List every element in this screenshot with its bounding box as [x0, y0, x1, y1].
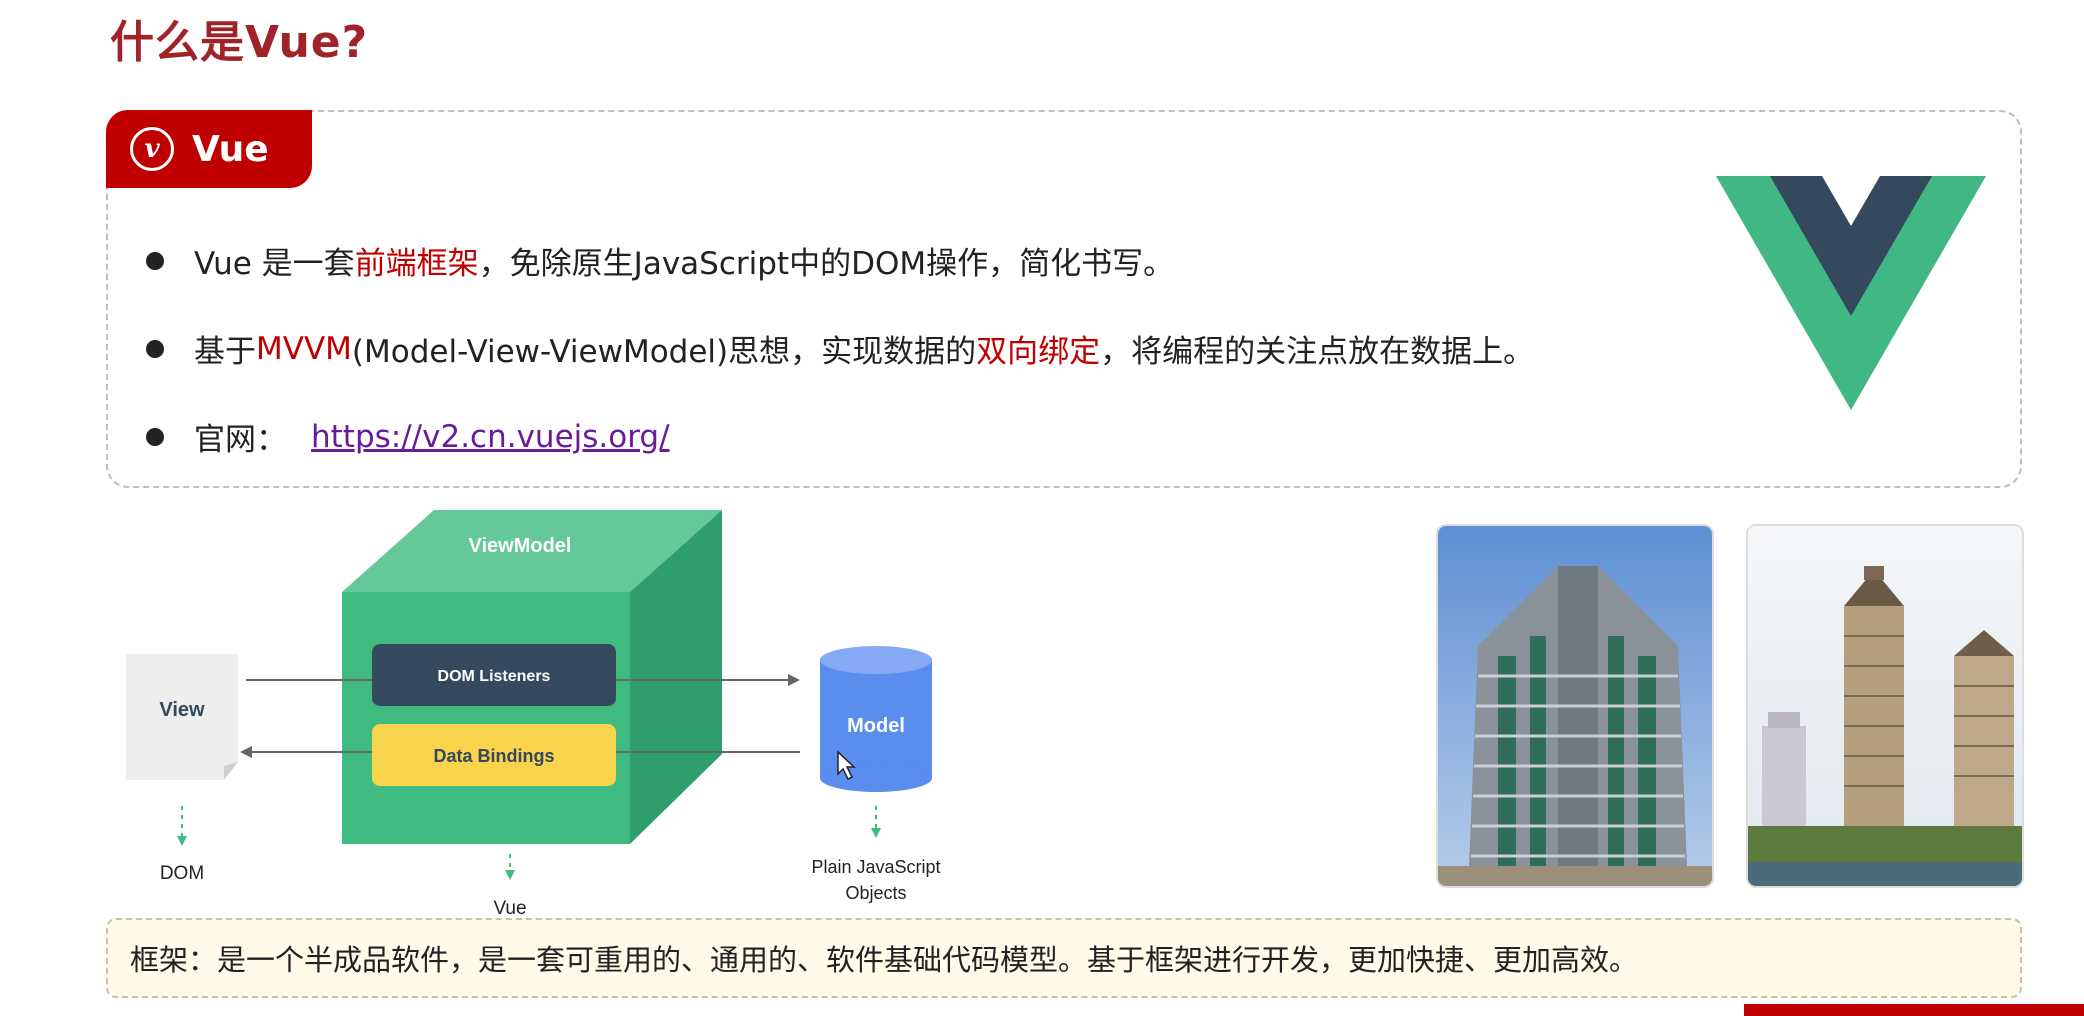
- view-document-icon: [126, 654, 238, 780]
- building-photo-unfinished: [1436, 524, 1714, 888]
- highlight-text: MVVM: [256, 330, 352, 367]
- arrow-head-left-icon: [240, 746, 252, 758]
- bullet-dot-icon: [146, 251, 164, 270]
- plain-objects-label-line2: Objects: [845, 883, 906, 903]
- vue-info-card: [106, 110, 2022, 488]
- viewmodel-cube-front: [342, 592, 630, 844]
- viewmodel-cube-top: [342, 510, 722, 592]
- framework-definition-note: 框架：是一个半成品软件，是一套可重用的、通用的、软件基础代码模型。基于框架进行开…: [106, 918, 2022, 998]
- vue-label: Vue: [493, 898, 526, 919]
- official-site-link[interactable]: https://v2.cn.vuejs.org/: [311, 418, 670, 455]
- data-bindings-box: [372, 724, 616, 786]
- highlight-text: 双向绑定: [976, 334, 1101, 370]
- bullet-framework: Vue 是一套前端框架，免除原生JavaScript中的DOM操作，简化书写。: [146, 238, 1174, 283]
- arrow-down-icon: [177, 836, 187, 846]
- viewmodel-label: ViewModel: [469, 535, 572, 557]
- dom-listeners-label: DOM Listeners: [438, 668, 551, 685]
- arrow-head-right-icon: [788, 674, 800, 686]
- model-label: Model: [847, 715, 905, 737]
- card-tab-label: Vue: [192, 128, 269, 170]
- data-bindings-label: Data Bindings: [433, 746, 554, 766]
- vue-logo-icon: v: [130, 127, 174, 171]
- view-label: View: [159, 699, 205, 721]
- bullet-text: 基于: [194, 334, 256, 370]
- bullet-text: (Model-View-ViewModel)思想，实现数据的: [351, 334, 977, 370]
- arrow-down-icon: [505, 870, 515, 880]
- bullet-dot-icon: [146, 427, 164, 446]
- dom-label: DOM: [160, 863, 204, 884]
- corner-decoration: [1744, 1004, 2084, 1016]
- model-cylinder-top: [820, 646, 932, 674]
- bullet-text: 官网：: [194, 422, 287, 458]
- highlight-text: 前端框架: [354, 246, 479, 282]
- mouse-cursor-icon: [837, 750, 856, 781]
- bullet-text: ，将编程的关注点放在数据上。: [1100, 334, 1535, 370]
- bullet-dot-icon: [146, 339, 164, 358]
- mvvm-diagram: ViewModel DOM Listeners Data Bindings Vi…: [126, 510, 941, 919]
- building-photo-finished: [1746, 524, 2024, 888]
- card-tab: v Vue: [106, 110, 312, 188]
- plain-objects-label-line1: Plain JavaScript: [811, 857, 940, 877]
- arrow-down-icon: [871, 828, 881, 838]
- bullet-website: 官网： https://v2.cn.vuejs.org/: [146, 414, 670, 459]
- page-title: 什么是Vue?: [110, 17, 369, 68]
- viewmodel-cube-side: [630, 510, 722, 844]
- bullet-text: Vue 是一套: [194, 246, 355, 282]
- framework-definition-text: 框架：是一个半成品软件，是一套可重用的、通用的、软件基础代码模型。基于框架进行开…: [130, 943, 1639, 977]
- bullet-text: ，免除原生JavaScript中的DOM操作，简化书写。: [478, 246, 1175, 282]
- vue-big-logo-icon: [1716, 176, 1986, 410]
- dom-listeners-box: [372, 644, 616, 706]
